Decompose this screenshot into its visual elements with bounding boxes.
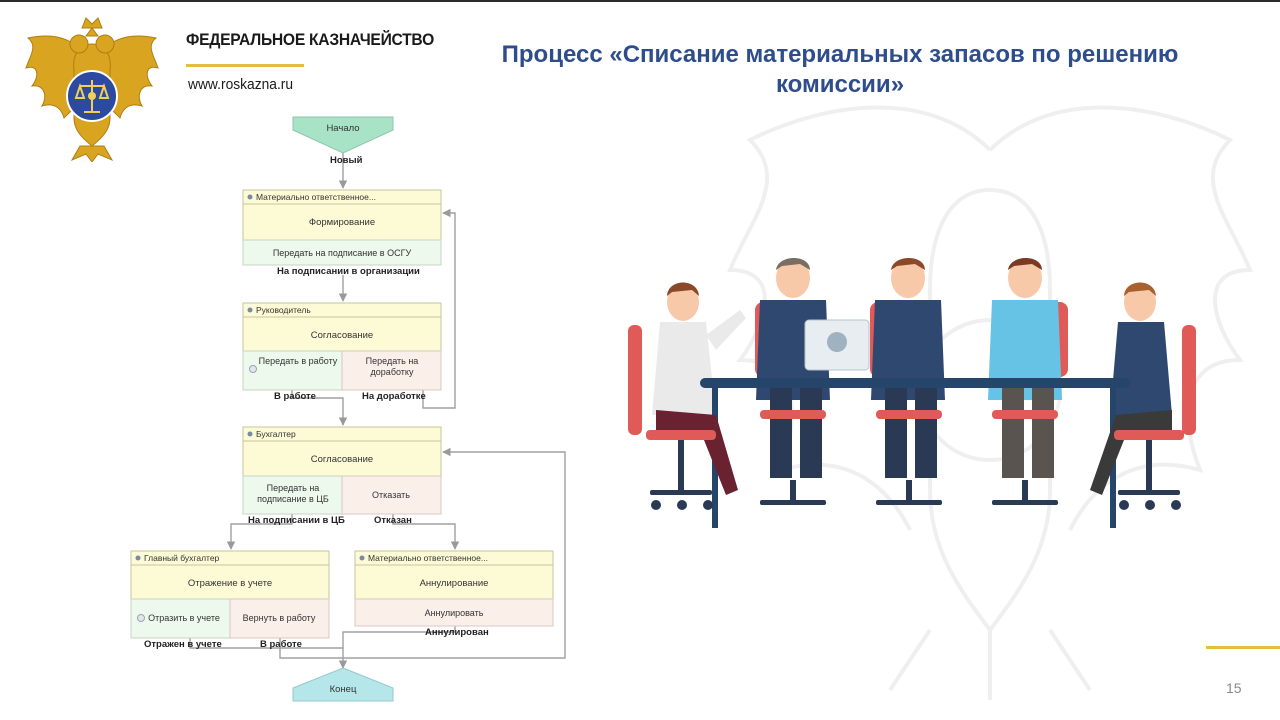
node3-task: Согласование: [311, 454, 373, 465]
node1-role: Материально ответственное...: [256, 192, 376, 202]
meeting-illustration-icon: [628, 258, 1196, 528]
edge-node2-to-node3: [291, 390, 348, 426]
node2-action-1: Передать на доработку: [365, 356, 419, 377]
task-node-formation: Материально ответственное... Формировани…: [242, 189, 442, 266]
node1-action-0: Передать на подписание в ОСГУ: [273, 248, 412, 258]
node1-task: Формирование: [309, 217, 375, 228]
edge-node2-rework-loop: [422, 208, 456, 409]
node1-exit-label: На подписании в организации: [277, 266, 420, 277]
node5-exit-label: Аннулирован: [425, 627, 489, 638]
node5-task: Аннулирование: [420, 578, 489, 589]
end-label: Конец: [330, 684, 357, 695]
task-node-accountant-approval: Бухгалтер Согласование Передать на подпи…: [242, 426, 442, 515]
end-terminal: Конец: [292, 667, 394, 702]
edge-node4-return-loop: [279, 447, 566, 659]
page-number: 15: [1226, 680, 1242, 696]
start-exit-label: Новый: [330, 155, 363, 166]
node3-action-0: Передать на подписание в ЦБ: [257, 483, 329, 504]
start-terminal: Начало: [292, 116, 394, 154]
edge-node3-to-node5: [392, 514, 460, 550]
process-flow-diagram: Начало Новый Материально ответственное..…: [130, 116, 566, 702]
eagle-emblem-icon: [25, 17, 159, 162]
node2-exit-label-1: На доработке: [362, 391, 426, 402]
node3-action-1: Отказать: [372, 490, 410, 500]
node3-exit-label-0: На подписании в ЦБ: [248, 515, 345, 526]
node4-task: Отражение в учете: [188, 578, 272, 589]
node3-role: Бухгалтер: [256, 429, 296, 439]
node4-role: Главный бухгалтер: [144, 553, 220, 563]
task-node-manager-approval: Руководитель Согласование Передать в раб…: [242, 302, 442, 391]
start-label: Начало: [326, 123, 359, 134]
node5-action-0: Аннулировать: [425, 608, 484, 618]
node4-action-1: Вернуть в работу: [243, 613, 316, 623]
node3-exit-label-1: Отказан: [374, 515, 412, 526]
slide-title: Процесс «Списание материальных запасов п…: [501, 41, 1179, 98]
task-node-annulment: Материально ответственное... Аннулирован…: [354, 550, 554, 627]
node2-exit-label-0: В работе: [274, 391, 316, 402]
node5-role: Материально ответственное...: [368, 553, 488, 563]
footer-accent-line: [1206, 646, 1280, 649]
organization-website: www.roskazna.ru: [188, 76, 294, 93]
node4-action-0: Отразить в учете: [148, 613, 220, 623]
organization-name: ФЕДЕРАЛЬНОЕ КАЗНАЧЕЙСТВО: [186, 30, 434, 49]
edge-node3-to-node4: [226, 514, 293, 550]
edge-node5-to-end: [342, 626, 456, 648]
node4-exit-label-1: В работе: [260, 639, 302, 650]
top-border-line: [0, 0, 1280, 2]
task-node-chief-accountant: Главный бухгалтер Отражение в учете Отра…: [130, 550, 330, 639]
node2-role: Руководитель: [256, 305, 311, 315]
node4-exit-label-0: Отражен в учете: [144, 639, 222, 650]
organization-underline: [186, 64, 304, 67]
node2-action-0: Передать в работу: [258, 356, 338, 366]
node2-task: Согласование: [311, 330, 373, 341]
